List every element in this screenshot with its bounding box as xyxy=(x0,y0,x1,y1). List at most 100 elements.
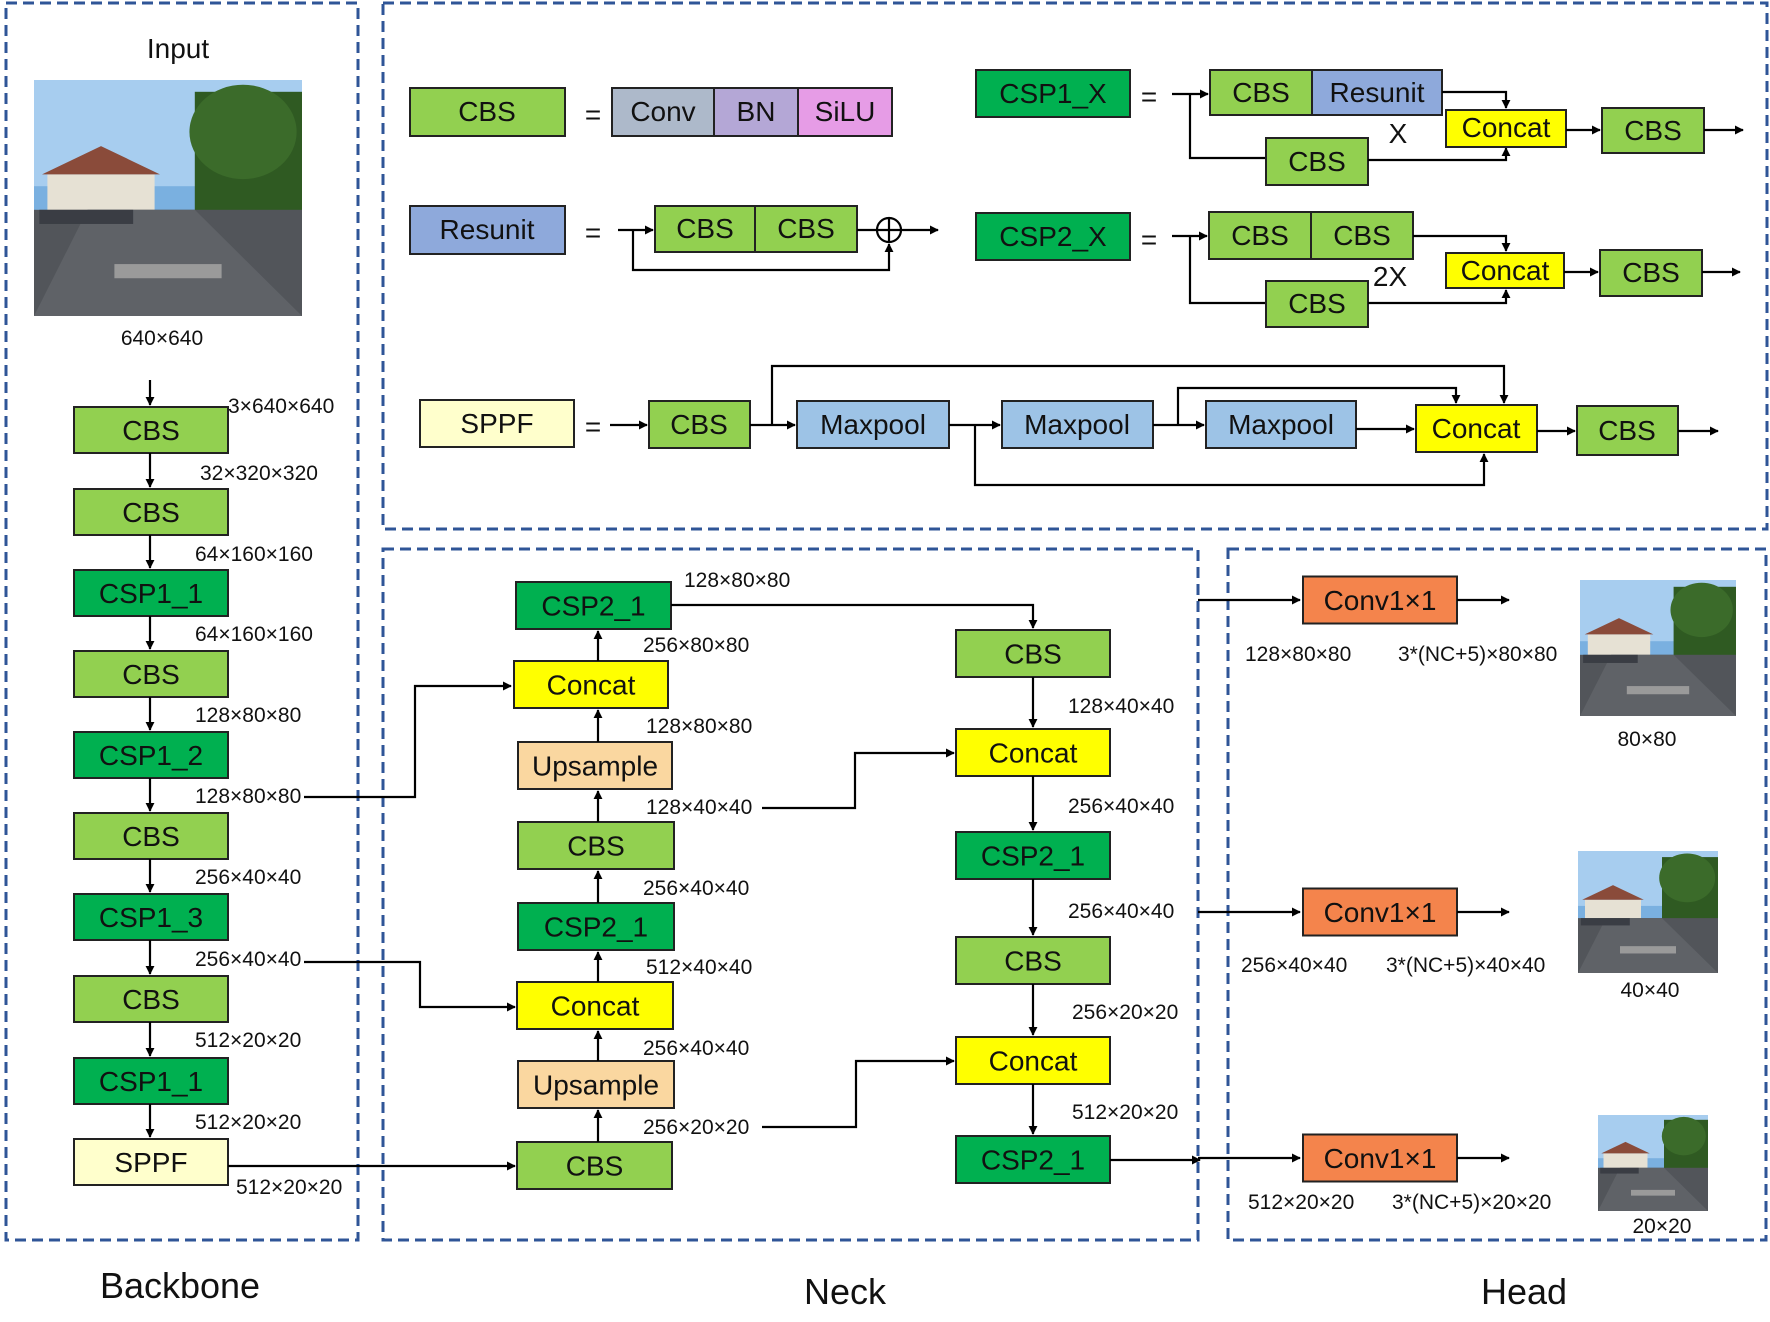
legend-conv-box xyxy=(611,87,715,137)
neck-col1-dim-1: 128×80×80 xyxy=(684,569,790,592)
csp1-bottom-cbs-box xyxy=(1265,137,1369,186)
legend-csp2-label: CSP2_X xyxy=(999,221,1107,252)
backbone-dim-1: 3×640×640 xyxy=(228,395,334,418)
legend-csp1-label: CSP1_X xyxy=(999,78,1107,109)
backbone-block-3-csp1-1-label: CSP1_1 xyxy=(99,578,203,609)
head-panel xyxy=(1226,547,1768,1242)
backbone-block-1-cbs xyxy=(73,406,229,454)
legend-bn-box xyxy=(713,87,799,137)
sppf-branch-cbs-to-concat xyxy=(770,364,1509,425)
backbone-dim-2: 32×320×320 xyxy=(200,462,318,485)
section-title-neck: Neck xyxy=(804,1271,887,1312)
neck-col2-dim-1: 128×40×40 xyxy=(1068,695,1174,718)
legend-resunit-equals: = xyxy=(585,217,601,248)
neck-col1-dim-4: 128×40×40 xyxy=(646,796,752,819)
csp1-arrow-top-to-concat xyxy=(1442,90,1511,109)
csp1-bottom-cbs-label: CBS xyxy=(1288,146,1346,177)
input-size-label: 640×640 xyxy=(121,327,203,350)
backbone-dim-9: 512×20×20 xyxy=(195,1029,301,1052)
sppf-maxpool2 xyxy=(1001,400,1154,449)
neck-col1-block-6-concat-label: Concat xyxy=(551,991,640,1022)
csp2-multiplier: 2X xyxy=(1373,261,1408,292)
head-in-dim-2: 256×40×40 xyxy=(1241,954,1347,977)
neck-col1-dim-2: 256×80×80 xyxy=(643,634,749,657)
sppf-cbs-label: CBS xyxy=(670,409,728,440)
neck-link-cbs-low-to-concat xyxy=(762,1056,955,1129)
legend-csp1-box xyxy=(975,69,1131,118)
csp1-resunit-label: Resunit xyxy=(1330,77,1425,108)
head-out-dim-3: 3*(NC+5)×20×20 xyxy=(1392,1191,1551,1214)
neck-col1-block-7-upsample xyxy=(517,1060,675,1109)
neck-col2-block-2-concat-label: Concat xyxy=(989,738,1078,769)
csp1-cbs-label: CBS xyxy=(1232,77,1290,108)
legend-csp2-box xyxy=(975,212,1131,261)
neck-col1-block-3-upsample-label: Upsample xyxy=(532,751,658,782)
legend-resunit-cbs1 xyxy=(654,205,756,253)
backbone-block-9-csp1-1-label: CSP1_1 xyxy=(99,1066,203,1097)
head-conv1x1-2-label: Conv1×1 xyxy=(1324,897,1437,928)
backbone-block-6-cbs-label: CBS xyxy=(122,821,180,852)
csp1-out-cbs-box xyxy=(1601,107,1705,154)
legend-csp2-equals: = xyxy=(1141,224,1157,255)
sppf-branch-pool2-to-concat xyxy=(1176,386,1461,425)
neck-col2-block-3-csp2-1-label: CSP2_1 xyxy=(981,841,1085,872)
csp2-concat-label: Concat xyxy=(1461,255,1550,286)
backbone-block-5-csp1-2-label: CSP1_2 xyxy=(99,740,203,771)
neck-col1-block-2-concat xyxy=(513,660,669,709)
neck-col2-dim-4: 256×20×20 xyxy=(1072,1001,1178,1024)
neck-col1-dim-7: 256×40×40 xyxy=(643,1037,749,1060)
neck-col1-block-1-csp2-1 xyxy=(515,581,672,630)
backbone-panel xyxy=(4,1,360,1242)
neck-col2-block-6-csp2-1 xyxy=(955,1135,1111,1184)
head-conv1x1-1 xyxy=(1302,575,1458,625)
csp2-cbs1-label: CBS xyxy=(1231,220,1289,251)
neck-link-csp1-3-to-concat xyxy=(304,960,516,1012)
backbone-dim-3: 64×160×160 xyxy=(195,543,313,566)
sppf-branch-pool1-to-concat xyxy=(973,425,1489,487)
csp1-arrow-bottom-to-concat xyxy=(1368,147,1511,162)
neck-col1-block-8-cbs xyxy=(516,1141,673,1190)
legend-resunit-cbs1-label: CBS xyxy=(676,213,734,244)
neck-col1-block-5-csp2-1-label: CSP2_1 xyxy=(544,912,648,943)
legend-bn-label: BN xyxy=(737,96,776,127)
sppf-maxpool1-label: Maxpool xyxy=(820,409,926,440)
legend-sppf-equals: = xyxy=(585,411,601,442)
legend-resunit-cbs2-label: CBS xyxy=(777,213,835,244)
section-title-backbone: Backbone xyxy=(100,1265,260,1306)
csp2-cbs2-box xyxy=(1310,211,1414,260)
neck-col2-block-4-cbs-label: CBS xyxy=(1004,946,1062,977)
backbone-dim-8: 256×40×40 xyxy=(195,948,301,971)
sppf-out-cbs-label: CBS xyxy=(1598,415,1656,446)
backbone-dim-4: 64×160×160 xyxy=(195,623,313,646)
neck-col1-dim-5: 256×40×40 xyxy=(643,877,749,900)
csp2-out-cbs-label: CBS xyxy=(1622,257,1680,288)
head-output-image-2 xyxy=(1578,851,1718,973)
legend-cbs-label: CBS xyxy=(458,96,516,127)
sppf-maxpool3 xyxy=(1205,400,1357,449)
backbone-dim-10: 512×20×20 xyxy=(195,1111,301,1134)
backbone-block-9-csp1-1 xyxy=(73,1057,229,1105)
csp1-concat-label: Concat xyxy=(1462,112,1551,143)
neck-col1-block-1-csp2-1-label: CSP2_1 xyxy=(541,591,645,622)
backbone-block-10-sppf-label: SPPF xyxy=(114,1147,187,1178)
input-image xyxy=(34,80,302,316)
neck-col1-block-7-upsample-label: Upsample xyxy=(533,1070,659,1101)
head-out-dim-1: 3*(NC+5)×80×80 xyxy=(1398,643,1557,666)
backbone-block-4-cbs-label: CBS xyxy=(122,659,180,690)
head-in-dim-1: 128×80×80 xyxy=(1245,643,1351,666)
neck-col1-block-4-cbs xyxy=(517,821,675,870)
neck-col1-dim-3: 128×80×80 xyxy=(646,715,752,738)
backbone-dim-5: 128×80×80 xyxy=(195,704,301,727)
head-grid-size-3: 20×20 xyxy=(1633,1215,1692,1238)
head-out-dim-2: 3*(NC+5)×40×40 xyxy=(1386,954,1545,977)
backbone-block-10-sppf xyxy=(73,1138,229,1186)
csp2-bottom-cbs-box xyxy=(1265,280,1369,328)
neck-col1-dim-8: 256×20×20 xyxy=(643,1116,749,1139)
csp1-out-cbs-label: CBS xyxy=(1624,115,1682,146)
head-grid-size-1: 80×80 xyxy=(1618,728,1677,751)
csp1-concat-box xyxy=(1445,109,1567,148)
neck-col1-block-6-concat xyxy=(516,981,674,1030)
backbone-dim-11: 512×20×20 xyxy=(236,1176,342,1199)
head-in-dim-3: 512×20×20 xyxy=(1248,1191,1354,1214)
